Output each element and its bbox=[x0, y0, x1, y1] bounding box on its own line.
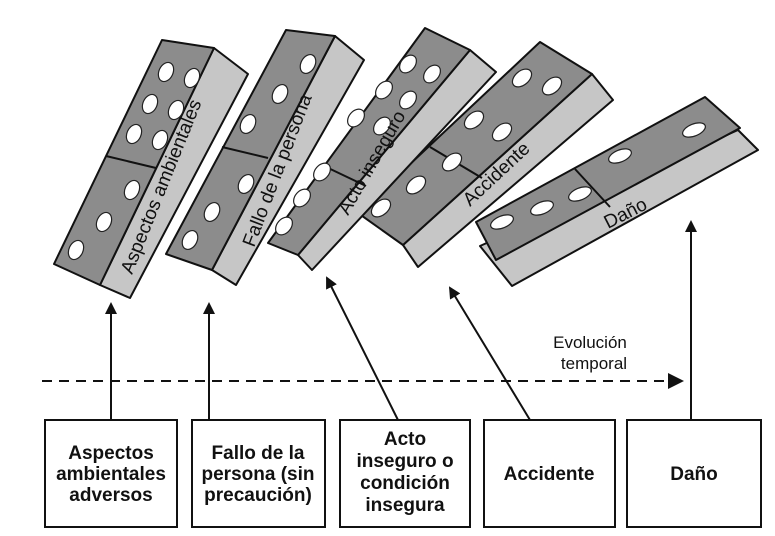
box-acto-inseguro: Acto inseguro o condición insegura bbox=[339, 419, 471, 528]
box-1-line-1: Aspectos bbox=[68, 443, 154, 464]
time-arrow-head bbox=[668, 373, 684, 389]
box-2-line-3: precaución) bbox=[204, 485, 312, 506]
box-3-line-1: Acto bbox=[384, 429, 426, 450]
box-2-line-2: persona (sin bbox=[202, 464, 315, 485]
time-label-line2: temporal bbox=[561, 354, 627, 373]
box-accidente: Accidente bbox=[483, 419, 616, 528]
pointer-arrows bbox=[105, 220, 697, 421]
box-3-line-3: condición bbox=[360, 473, 450, 494]
box-dano: Daño bbox=[626, 419, 762, 528]
time-label-line1: Evolución bbox=[553, 333, 627, 352]
box-aspectos-ambientales: Aspectos ambientales adversos bbox=[44, 419, 178, 528]
box-fallo-persona: Fallo de la persona (sin precaución) bbox=[191, 419, 326, 528]
box-1-line-3: adversos bbox=[69, 485, 152, 506]
box-4-line-1: Accidente bbox=[504, 464, 595, 485]
box-2-line-1: Fallo de la bbox=[212, 443, 305, 464]
box-5-line-1: Daño bbox=[670, 464, 718, 485]
time-evolution: Evolución temporal bbox=[42, 333, 684, 389]
box-3-line-2: inseguro o bbox=[356, 451, 453, 472]
arrow-3 bbox=[326, 276, 399, 421]
box-3-line-4: insegura bbox=[365, 495, 445, 516]
domino-accidente: Accidente bbox=[357, 41, 614, 268]
box-1-line-2: ambientales bbox=[56, 464, 166, 485]
arrow-4 bbox=[448, 286, 531, 421]
